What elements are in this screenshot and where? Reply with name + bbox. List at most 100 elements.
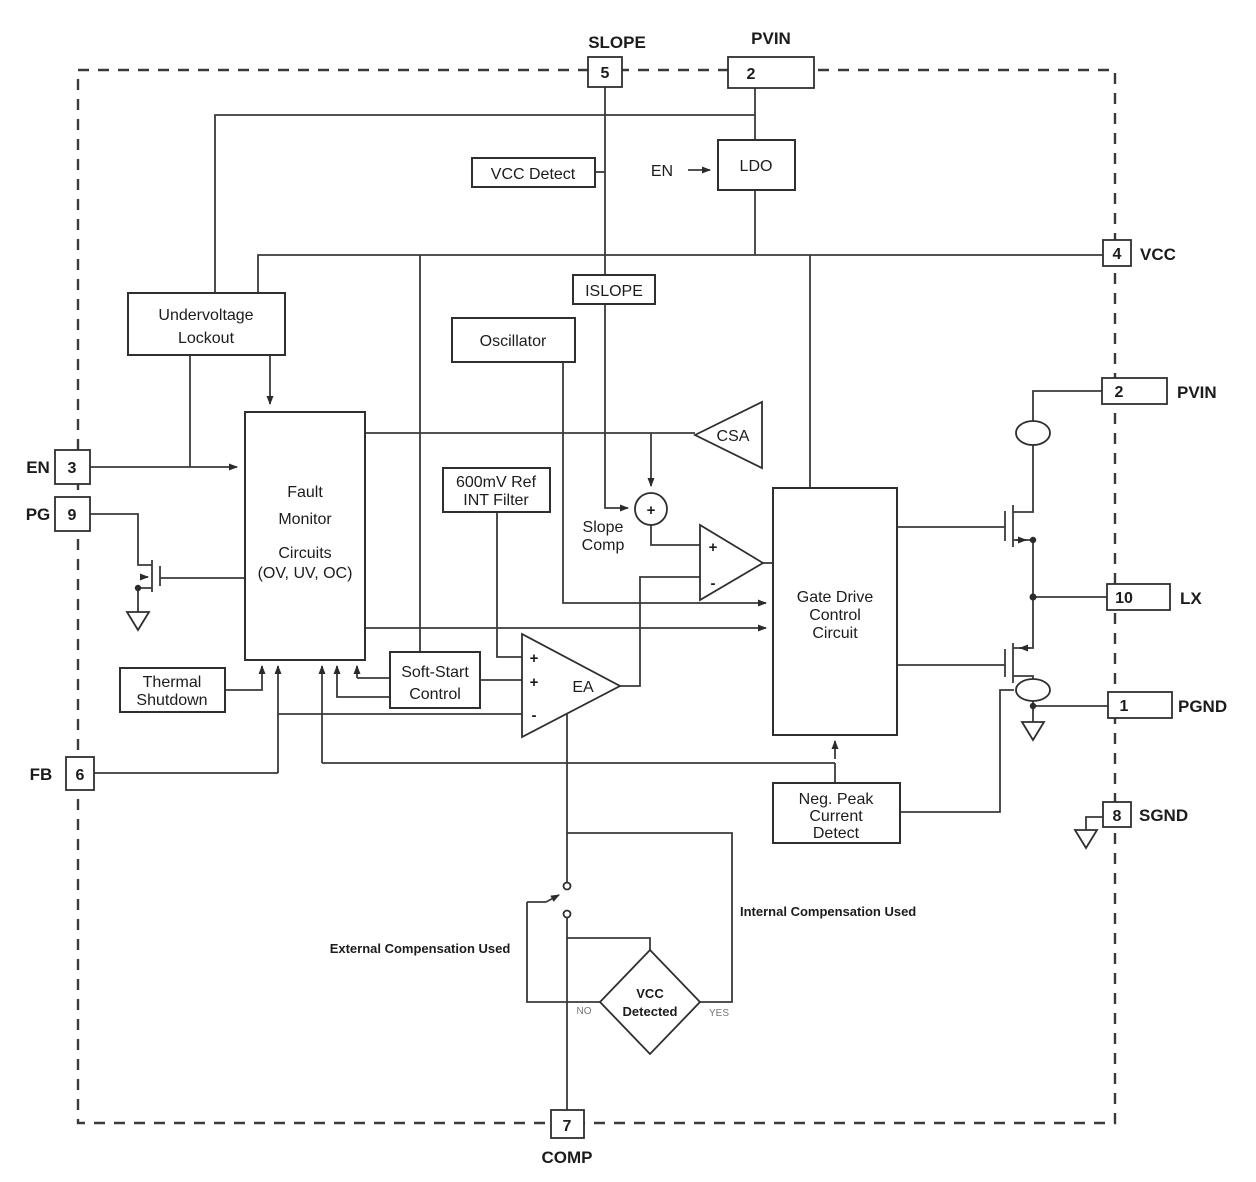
islope-label: ISLOPE (585, 283, 643, 300)
pin-vcc-label: VCC (1140, 245, 1176, 264)
ldo-label: LDO (740, 158, 773, 175)
ground-icon-pgnd (1020, 721, 1046, 742)
block-islope (572, 274, 656, 305)
pin-fb-label: FB (30, 765, 53, 784)
pin-pg-label: PG (26, 505, 51, 524)
pin-comp-label: COMP (542, 1148, 593, 1167)
ic-boundary (76, 68, 1117, 1125)
current-sense-oval-top (1015, 420, 1051, 446)
undervoltage-lockout-label-2: Lockout (178, 330, 235, 347)
pin-pvin-right-label: PVIN (1177, 383, 1217, 402)
gate-drive-label-1: Gate Drive (797, 589, 874, 606)
neg-peak-label-2: Current (809, 808, 863, 825)
pwm-comparator (699, 523, 765, 602)
pin-pvin-top-number: 2 (747, 66, 756, 83)
thermal-shutdown-label-1: Thermal (143, 674, 202, 691)
comparator-minus-sign: - (711, 575, 716, 592)
oscillator-label: Oscillator (480, 333, 547, 350)
current-sense-oval-bottom (1015, 678, 1051, 702)
fault-monitor-label-4: (OV, UV, OC) (258, 565, 353, 582)
block-undervoltage-lockout (127, 292, 286, 356)
csa-label: CSA (717, 428, 750, 445)
pin-pg-number: 9 (68, 507, 77, 524)
slope-comp-label-2: Comp (582, 537, 625, 554)
block-thermal-shutdown (119, 667, 226, 713)
summing-plus-sign: + (647, 502, 656, 519)
pin-en: 3 EN (26, 449, 91, 485)
pin-pgnd-number: 1 (1120, 698, 1129, 715)
block-oscillator (451, 317, 576, 363)
ref-filter-label-2: INT Filter (463, 492, 529, 509)
external-comp-label: External Compensation Used (330, 941, 511, 956)
pin-en-label: EN (26, 458, 50, 477)
ea-label: EA (572, 679, 594, 696)
block-ref-filter (442, 467, 551, 513)
vcc-detect-label: VCC Detect (491, 166, 576, 183)
pin-sgnd: 8 SGND (1102, 801, 1188, 828)
pin-vcc: 4 VCC (1102, 239, 1176, 267)
en-signal-label: EN (651, 163, 673, 180)
diamond-yes-label: YES (709, 1008, 729, 1019)
block-gate-drive (772, 487, 898, 736)
junction-dot-pgnd (1029, 702, 1037, 710)
vcc-detected-label-1: VCC (636, 986, 664, 1001)
fault-monitor-label-2: Monitor (278, 511, 332, 528)
csa-amp (692, 400, 763, 470)
slope-comp-label-1: Slope (583, 519, 624, 536)
vcc-detected-diamond (598, 948, 702, 1056)
pin-pgnd: 1 PGND (1107, 691, 1227, 719)
pin-fb: 6 FB (30, 756, 95, 791)
pin-slope: 5 SLOPE (587, 33, 646, 88)
pin-lx: 10 LX (1106, 583, 1202, 611)
neg-peak-label-3: Detect (813, 825, 860, 842)
summing-node (634, 492, 668, 526)
pin-comp: 7 COMP (542, 1109, 593, 1167)
undervoltage-lockout-label-1: Undervoltage (158, 307, 253, 324)
pin-lx-number: 10 (1115, 590, 1133, 607)
pin-slope-label: SLOPE (588, 33, 646, 52)
internal-comp-label: Internal Compensation Used (740, 904, 916, 919)
ground-icon (125, 611, 151, 632)
low-side-mosfet-icon (1004, 643, 1030, 683)
pin-pvin-right: 2 PVIN (1101, 377, 1217, 405)
soft-start-label-1: Soft-Start (401, 664, 469, 681)
block-ldo (717, 139, 796, 191)
pin-pvin-top: 2 PVIN (727, 29, 815, 89)
ref-filter-label-1: 600mV Ref (456, 474, 537, 491)
pin-pvin-right-number: 2 (1115, 384, 1124, 401)
error-amp (521, 632, 622, 739)
neg-peak-label-1: Neg. Peak (799, 791, 875, 808)
pin-pgnd-label: PGND (1178, 697, 1227, 716)
ea-plus1-sign: + (530, 650, 539, 667)
pin-pvin-top-label: PVIN (751, 29, 791, 48)
fault-monitor-label-1: Fault (287, 484, 323, 501)
thermal-shutdown-label-2: Shutdown (136, 692, 207, 709)
diamond-no-label: NO (577, 1006, 592, 1017)
pin-sgnd-label: SGND (1139, 806, 1188, 825)
comparator-plus-sign: + (709, 539, 718, 556)
block-fault-monitor (244, 411, 366, 661)
soft-start-label-2: Control (409, 686, 461, 703)
ground-icon-sgnd (1073, 829, 1099, 850)
fault-monitor-label-3: Circuits (278, 545, 331, 562)
ea-plus2-sign: + (530, 674, 539, 691)
high-side-mosfet-icon (1004, 505, 1037, 547)
pg-mosfet-icon (125, 560, 161, 632)
junction-dot-lx (1029, 593, 1037, 601)
gate-drive-label-2: Control (809, 607, 861, 624)
pin-sgnd-number: 8 (1113, 808, 1122, 825)
pin-slope-number: 5 (601, 65, 610, 82)
block-soft-start (389, 651, 481, 709)
block-vcc-detect (471, 157, 596, 188)
comp-switch (562, 881, 572, 919)
wires (90, 87, 1108, 1110)
pin-pg: 9 PG (26, 496, 91, 532)
ea-minus-sign: - (532, 707, 537, 724)
block-neg-peak (772, 782, 901, 844)
pin-lx-label: LX (1180, 589, 1202, 608)
pin-fb-number: 6 (76, 767, 85, 784)
gate-drive-label-3: Circuit (812, 625, 858, 642)
vcc-detected-label-2: Detected (623, 1004, 678, 1019)
